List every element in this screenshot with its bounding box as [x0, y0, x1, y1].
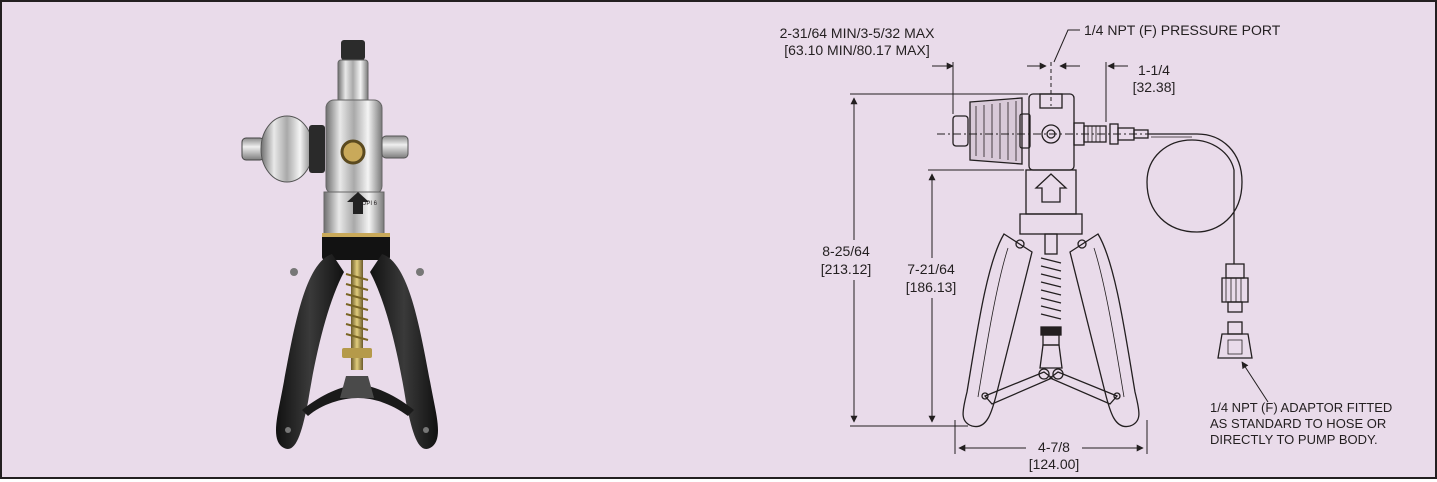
pump-photo: DPI 6: [241, 40, 438, 449]
drawing-label-housing: [1025, 169, 1077, 215]
dim-width-mm-label: [63.10 MIN/80.17 MAX]: [784, 42, 930, 58]
photo-collar: [322, 234, 390, 260]
photo-spring: [340, 260, 374, 398]
drawing-right-handle: [1069, 233, 1140, 428]
port-label: 1/4 NPT (F) PRESSURE PORT: [1084, 22, 1281, 38]
dim-body-height-mm-label: [186.13]: [906, 279, 957, 295]
dim-width-in-label: 2-31/64 MIN/3-5/32 MAX: [780, 25, 936, 41]
drawing-spring: [1040, 257, 1062, 320]
dim-base-width-mm-label: [124.00]: [1029, 456, 1080, 472]
adaptor-note-line2: AS STANDARD TO HOSE OR: [1210, 416, 1386, 431]
photo-label-text: DPI 6: [362, 201, 378, 207]
drawing-collar: [1019, 213, 1083, 235]
photo-top-fitting: [337, 40, 369, 105]
drawing-linkage-left: [983, 371, 1054, 405]
drawing-small-knob: [952, 115, 969, 147]
drawing-hose: [1146, 133, 1243, 264]
adaptor-note-line1: 1/4 NPT (F) ADAPTOR FITTED: [1210, 400, 1392, 415]
dim-port-mm-label: [32.38]: [1133, 79, 1176, 95]
dim-body-height-in-label: 7-21/64: [907, 261, 955, 277]
dim-total-height-mm-label: [213.12]: [821, 261, 872, 277]
drawing-large-knob: [969, 97, 1023, 165]
pump-drawing: [952, 93, 1253, 428]
adaptor-note-line3: DIRECTLY TO PUMP BODY.: [1210, 432, 1378, 447]
photo-right-valve: [381, 135, 409, 159]
photo-side-knob: [241, 115, 325, 183]
drawing-linkage-right: [1048, 371, 1119, 405]
dim-total-height-in-label: 8-25/64: [822, 243, 870, 259]
dimension-labels: 2-31/64 MIN/3-5/32 MAX [63.10 MIN/80.17 …: [780, 22, 1393, 472]
drawing-left-handle: [962, 233, 1033, 428]
dim-base-width-in-label: 4-7/8: [1038, 439, 1070, 455]
photo-port-fitting: [340, 139, 366, 165]
drawing-adaptor: [1227, 321, 1243, 335]
dim-port-in-label: 1-1/4: [1138, 62, 1170, 78]
